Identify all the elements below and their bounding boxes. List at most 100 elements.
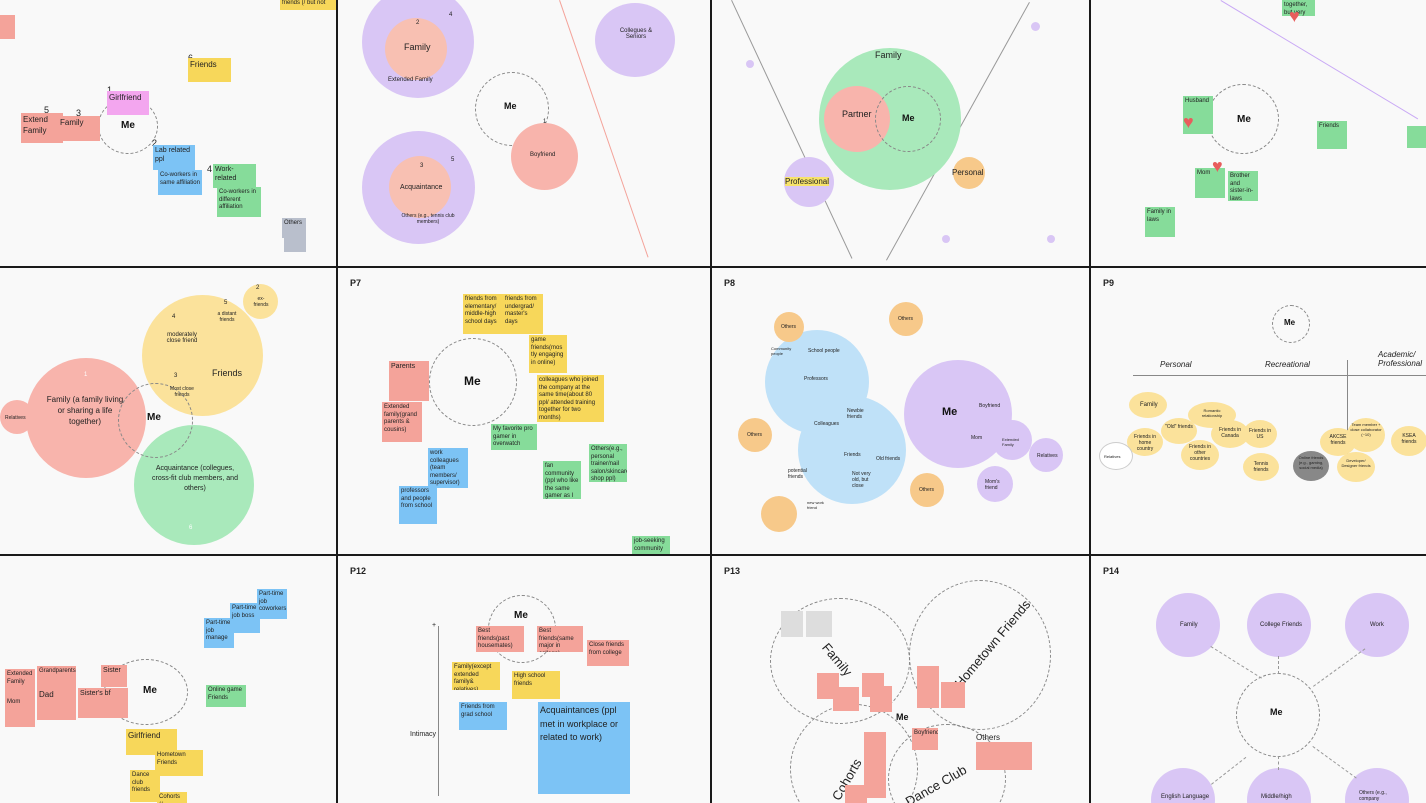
panel-p2: Family 2 4 Extended Family Me Boyfriend … [338, 0, 710, 266]
sticky-work: Work-related [213, 164, 256, 188]
colleagues-label: Collegues & Seniors [619, 28, 653, 40]
recreational-header: Recreational [1265, 360, 1310, 369]
axis-divider [1347, 360, 1348, 460]
others-label: Others [898, 316, 914, 322]
boyfriend-circle [511, 123, 578, 190]
me-circle [875, 86, 941, 152]
potential-label: potential friends [788, 468, 807, 480]
sticky-acquaintances: Acquaintances (ppl met in workplace or r… [538, 702, 630, 794]
middle-label: Middle/high [1261, 794, 1292, 800]
sticky-pro-gamer: My favorite pro gamer in overwatch [491, 424, 537, 450]
english-label: English Language [1161, 794, 1210, 800]
sticky [833, 687, 859, 711]
work-label: Work [1370, 622, 1384, 628]
old-friends-label: Old friends [876, 456, 901, 462]
sticky-sisters-bf: Sister's bf [78, 688, 128, 718]
friends-canada-label: Friends in Canada [1219, 427, 1241, 439]
sticky-others-2 [284, 232, 306, 252]
family-circle [385, 18, 447, 80]
num-5: 5 [224, 300, 228, 306]
friends-label: Friends [844, 452, 861, 458]
panel-p13: P13 Family Hometown Friends Cohorts Danc… [712, 556, 1089, 803]
panel-p14: P14 Family College Friends Work Me Engli… [1091, 556, 1426, 803]
sticky-partial [0, 15, 15, 39]
sticky-work-colleagues: work colleagues (team members/ superviso… [428, 448, 468, 488]
dot [1031, 22, 1040, 31]
link-line [1278, 756, 1279, 770]
sticky [1004, 742, 1032, 770]
sticky-friends-note: friends (/ but not [280, 0, 336, 10]
sticky-extended: Extended family(grand parents & cousins) [382, 402, 422, 442]
me-label: Me [504, 101, 517, 111]
num-4: 4 [172, 314, 176, 320]
others-label: Others [976, 733, 1001, 742]
relatives-label: Relatives [1104, 454, 1121, 459]
community-circle [761, 496, 797, 532]
heart-icon: ♥ [1289, 6, 1300, 26]
hometown-ellipse [909, 580, 1051, 730]
link-line [1278, 656, 1279, 674]
tennis-label: Tennis friends [1253, 461, 1269, 473]
developer-node [1337, 452, 1375, 482]
not-old-label: Not very old, but close [852, 471, 871, 489]
personal-circle [953, 157, 985, 189]
me-label: Me [1237, 114, 1251, 125]
extended-label: Extended Family [1002, 437, 1019, 447]
me-label: Me [464, 374, 481, 388]
me-label: Me [942, 406, 958, 418]
sticky [917, 682, 939, 708]
distant-label: a distant friends [217, 311, 237, 323]
relatives-circle [1029, 438, 1063, 472]
panel-label: P14 [1103, 566, 1120, 576]
professional-label: Professional [785, 177, 830, 186]
num-3: 3 [420, 163, 424, 169]
relatives-label: Relatives [5, 415, 26, 421]
family-label: Family [1180, 622, 1198, 628]
sticky-coworkers-diff: Co-workers in different affiliation [217, 187, 261, 217]
work-circle [1345, 593, 1409, 657]
ksea-label: KSEA friends [1401, 433, 1417, 445]
sticky-brother: Brother and sister-in-laws [1228, 171, 1258, 201]
sticky-grad-school: Friends from grad school [459, 702, 507, 730]
panel-p7: P7 Me Parents Extended family(grand pare… [338, 268, 710, 554]
link-line [1312, 746, 1357, 779]
sticky-dance: Dance club friends [130, 770, 160, 802]
most-close-label: Most close friends [170, 386, 194, 398]
me-circle [429, 338, 517, 426]
dot [746, 60, 754, 68]
me-label: Me [902, 113, 915, 123]
sticky-close-college: Close friends from college [587, 640, 629, 666]
colleagues-circle [595, 3, 675, 77]
online-label: Online friends (e.g., gaming, social med… [1298, 455, 1324, 470]
family-label: Family [875, 50, 902, 60]
sticky-school: friends from elementary/ middle-high sch… [463, 294, 503, 334]
me-label: Me [896, 712, 909, 722]
sticky-boyfriend: Boyfriend [912, 728, 938, 750]
partner-label: Partner [842, 109, 872, 119]
sticky-lab: Lab related ppl [153, 145, 195, 170]
num-4: 4 [207, 164, 213, 174]
link-line [1313, 648, 1366, 687]
family-label: Family (a family living or sharing a lif… [46, 395, 124, 427]
tennis-node [1243, 453, 1279, 481]
friends-other-node [1181, 440, 1219, 470]
others-circle [774, 312, 804, 342]
boyfriend-label: Boyfriend [530, 152, 556, 158]
friends-us-node [1243, 420, 1277, 448]
sticky-parents: Parents [389, 361, 429, 401]
sticky-together: together, but very close) [1282, 0, 1315, 16]
link-line [1210, 646, 1262, 679]
sticky-girlfriend: Girlfriend [107, 91, 149, 115]
me-label: Me [1270, 707, 1283, 717]
heart-icon: ♥ [1183, 112, 1194, 132]
ksea-node [1391, 426, 1426, 456]
friends-home-node [1127, 428, 1163, 456]
sticky-game: game friends(mos tly engaging in online) [529, 335, 567, 373]
college-label: College Friends [1260, 622, 1303, 628]
intimacy-axis [438, 626, 439, 796]
sticky-job-boss: Part-time job boss [230, 603, 260, 633]
sticky-online-game: Online game Friends [206, 685, 246, 707]
akcse-label: AKCSE friends [1329, 434, 1347, 446]
acquaintance-circle [389, 156, 451, 218]
sticky-job: job-seeking community [632, 536, 670, 554]
